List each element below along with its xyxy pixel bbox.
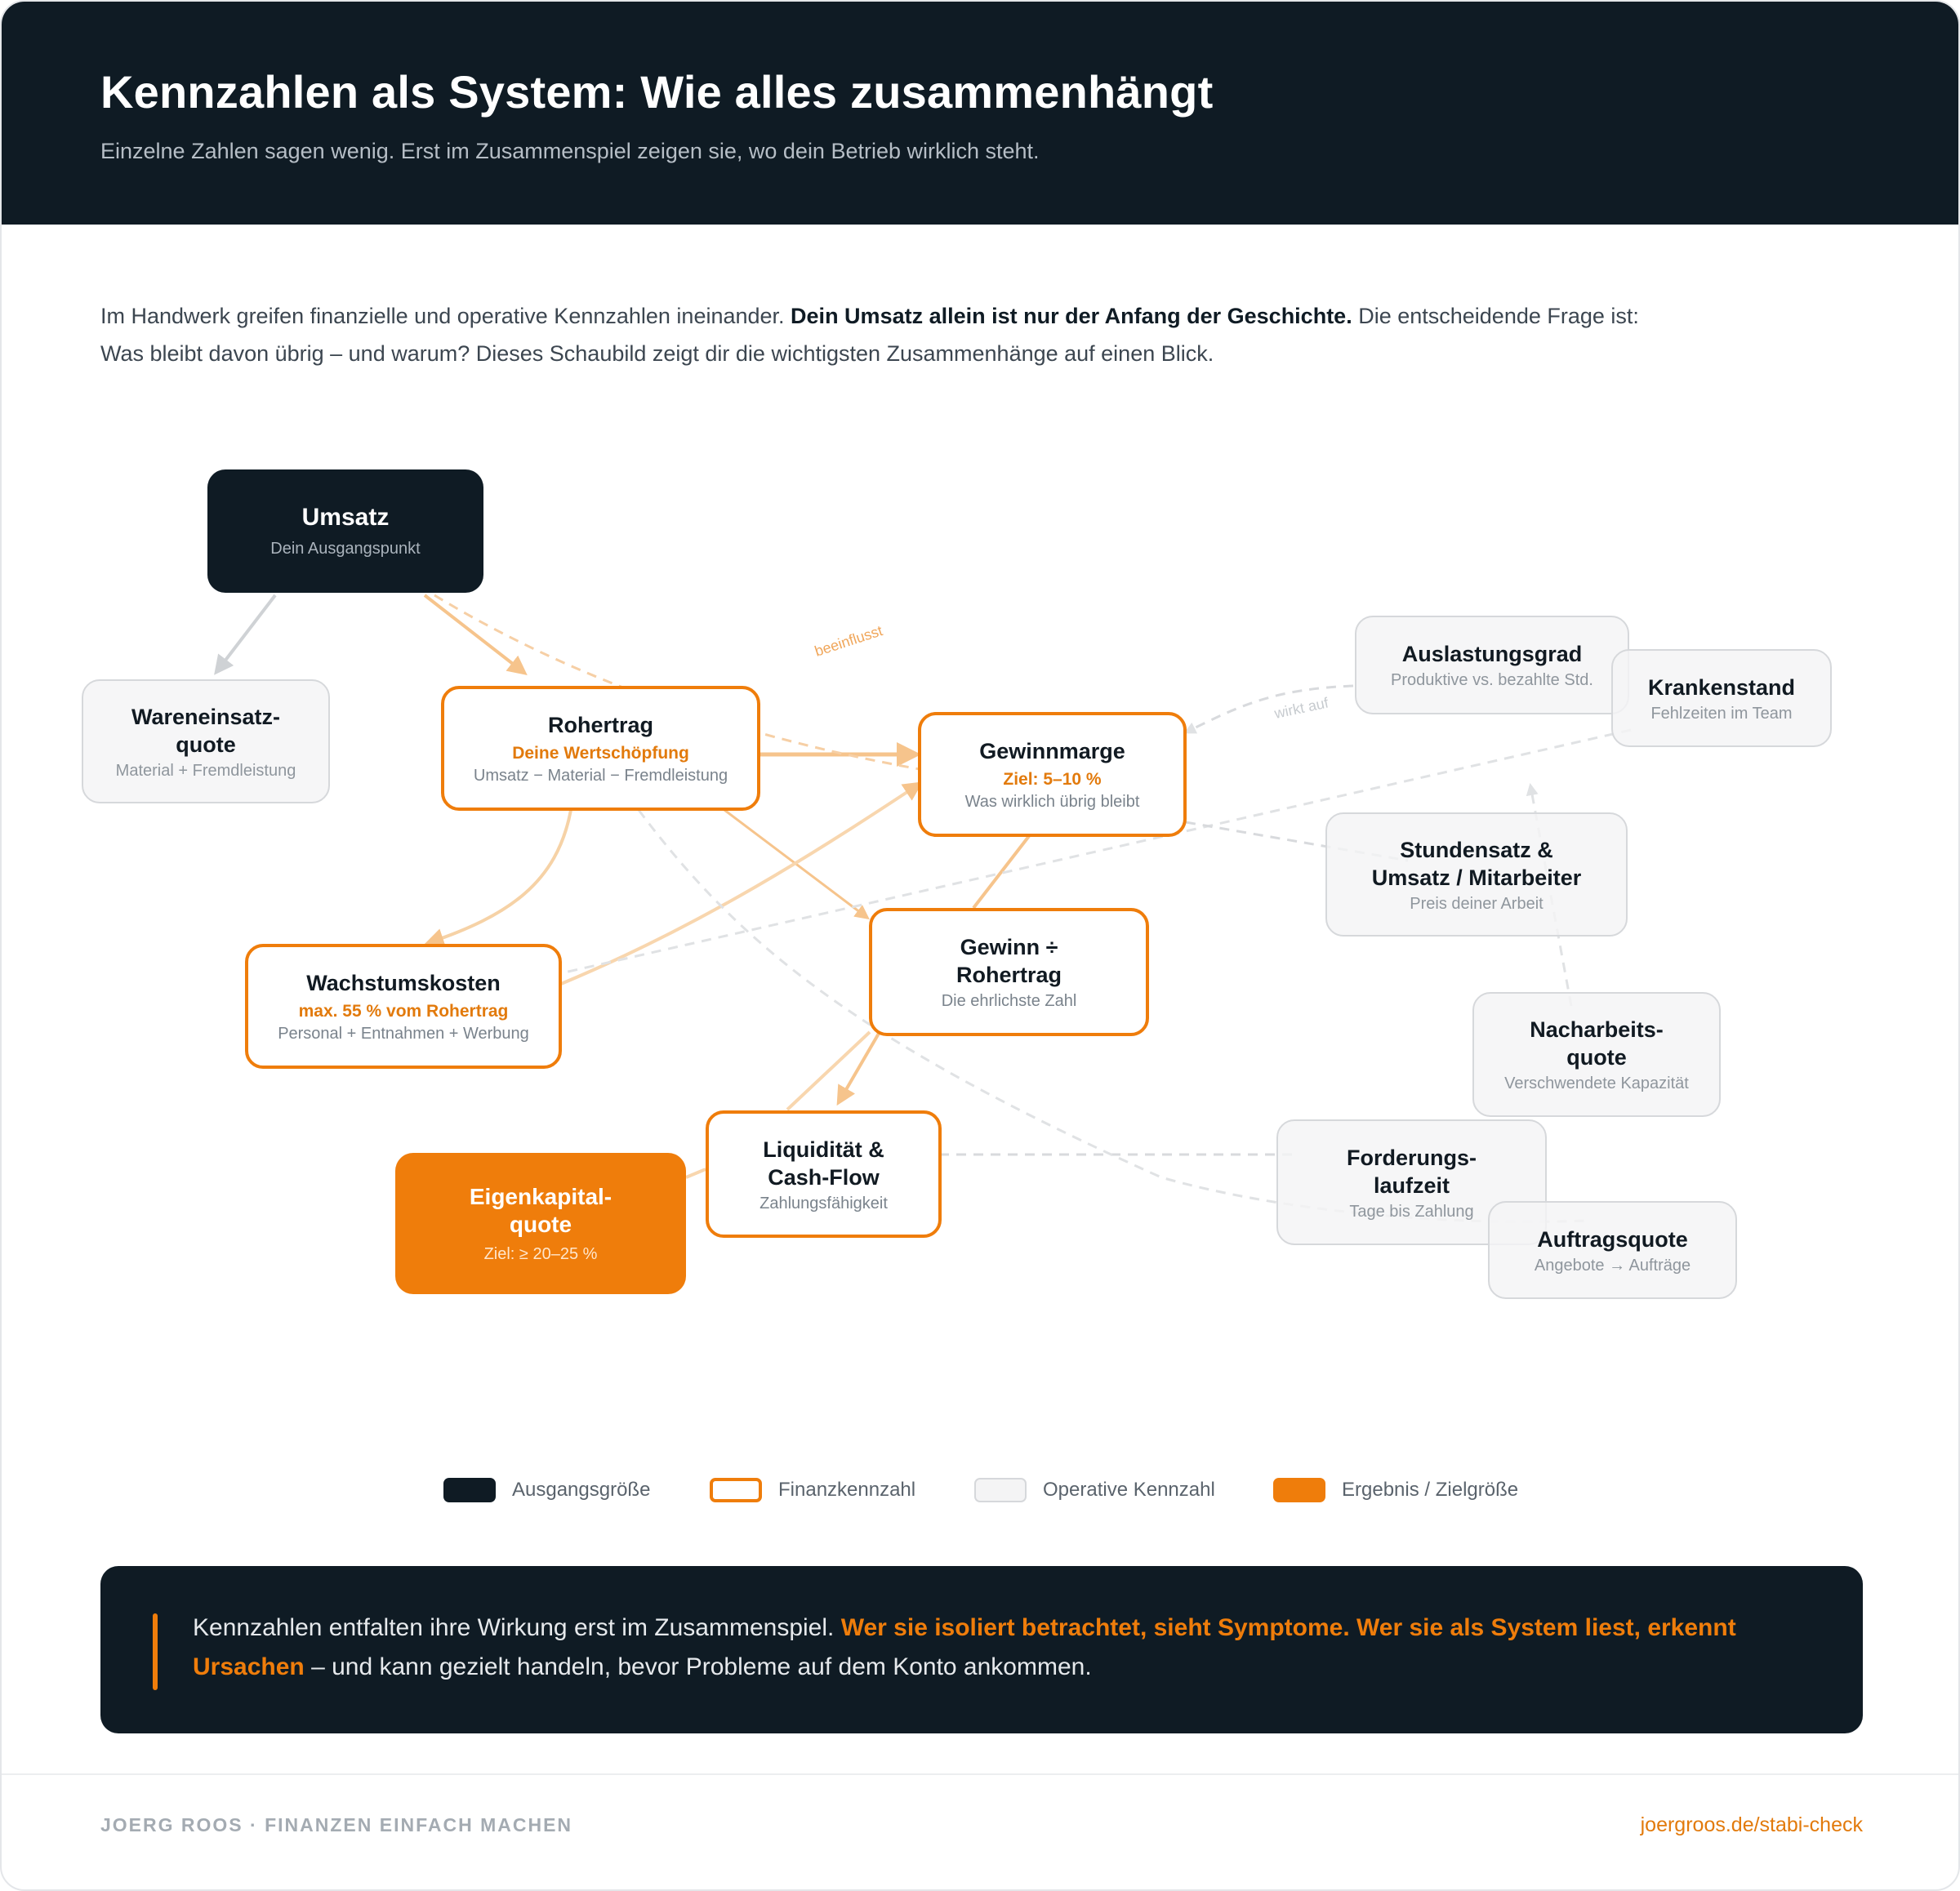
node-wareneinsatzquote-title: Wareneinsatz- quote — [131, 704, 281, 757]
intro-text: Im Handwerk greifen finanzielle und oper… — [100, 297, 1652, 372]
node-wareneinsatzquote-sub: Material + Fremdleistung — [115, 761, 296, 780]
callout-part1: Kennzahlen entfalten ihre Wirkung erst i… — [193, 1614, 841, 1641]
node-gewinn-rohertrag-title: Gewinn ÷ Rohertrag — [956, 935, 1062, 987]
legend-swatch-outline — [710, 1478, 762, 1502]
header: Kennzahlen als System: Wie alles zusamme… — [2, 2, 1958, 225]
edge-umsatz-gewinnmarge — [434, 594, 920, 771]
edge-gewinnrohertrag-liquiditaet — [836, 1030, 881, 1106]
legend-ausgang: Ausgangsgröße — [443, 1477, 650, 1503]
node-wachstumskosten-highlight: max. 55 % vom Rohertrag — [298, 1002, 509, 1021]
node-auftragsquote-sub: Angebote → Aufträge — [1534, 1256, 1691, 1275]
node-eigenkapitalquote-sub: Ziel: ≥ 20–25 % — [483, 1245, 598, 1263]
node-krankenstand-sub: Fehlzeiten im Team — [1650, 704, 1793, 723]
node-nacharbeitsquote-title: Nacharbeits- quote — [1530, 1017, 1664, 1070]
intro-bold: Dein Umsatz allein ist nur der Anfang de… — [791, 304, 1352, 328]
node-liquiditaet-title: Liquidität & Cash-Flow — [763, 1137, 884, 1190]
legend-operativ: Operative Kennzahl — [974, 1477, 1215, 1503]
node-nacharbeitsquote: Nacharbeits- quote Verschwendete Kapazit… — [1472, 992, 1721, 1117]
node-forderungslaufzeit-title: Forderungs- laufzeit — [1347, 1145, 1477, 1198]
edge-label-beeinflusst: beeinflusst — [813, 622, 884, 660]
legend-label-operativ: Operative Kennzahl — [1043, 1479, 1215, 1501]
node-eigenkapitalquote: Eigenkapital- quote Ziel: ≥ 20–25 % — [395, 1153, 686, 1294]
page-title: Kennzahlen als System: Wie alles zusamme… — [100, 66, 1214, 118]
edge-rohertrag-wachstumskosten — [424, 809, 572, 948]
footer-brand: JOERG ROOS · FINANZEN EINFACH MACHEN — [100, 1814, 573, 1835]
edge-gewinnmarge-stundensatz — [1185, 821, 1409, 862]
edge-label-wirkt-auf: wirkt auf — [1272, 694, 1331, 722]
node-auftragsquote-title: Auftragsquote — [1537, 1226, 1688, 1252]
legend-label-finanz: Finanzkennzahl — [778, 1479, 916, 1501]
legend-swatch-dark — [443, 1478, 496, 1502]
legend-label-ergebnis: Ergebnis / Zielgröße — [1342, 1479, 1519, 1501]
legend-finanz: Finanzkennzahl — [710, 1477, 915, 1503]
legend-swatch-orange — [1273, 1478, 1325, 1502]
node-krankenstand: Krankenstand Fehlzeiten im Team — [1611, 649, 1832, 747]
node-rohertrag: Rohertrag Deine Wertschöpfung Umsatz − M… — [441, 686, 760, 811]
node-auftragsquote: Auftragsquote Angebote → Aufträge — [1488, 1201, 1737, 1299]
node-auslastungsgrad: Auslastungsgrad Produktive vs. bezahlte … — [1355, 616, 1629, 714]
legend-label-ausgang: Ausgangsgröße — [512, 1479, 651, 1501]
edge-liquiditaet-eigenkapital — [685, 1168, 706, 1179]
node-gewinnmarge-highlight: Ziel: 5–10 % — [1003, 770, 1102, 789]
node-stundensatz-sub: Preis deiner Arbeit — [1410, 894, 1544, 913]
node-umsatz-sub: Dein Ausgangspunkt — [270, 540, 421, 558]
node-rohertrag-title: Rohertrag — [547, 713, 653, 737]
legend-swatch-grey — [974, 1478, 1027, 1502]
edge-gewinnrohertrag-liquiditaet-2 — [786, 1030, 871, 1111]
node-stundensatz-title: Stundensatz & Umsatz / Mitarbeiter — [1371, 837, 1582, 890]
edge-umsatz-wareneinsatz — [214, 594, 277, 675]
callout-accent-bar — [153, 1613, 158, 1690]
node-wachstumskosten-sub: Personal + Entnahmen + Werbung — [278, 1025, 529, 1043]
node-gewinn-rohertrag-sub: Die ehrlichste Zahl — [941, 992, 1077, 1010]
node-wachstumskosten: Wachstumskosten max. 55 % vom Rohertrag … — [245, 944, 562, 1069]
node-stundensatz: Stundensatz & Umsatz / Mitarbeiter Preis… — [1325, 812, 1628, 937]
node-auslastungsgrad-sub: Produktive vs. bezahlte Std. — [1391, 671, 1593, 689]
node-forderungslaufzeit-sub: Tage bis Zahlung — [1349, 1202, 1474, 1221]
summary-callout: Kennzahlen entfalten ihre Wirkung erst i… — [100, 1566, 1863, 1733]
legend-ergebnis: Ergebnis / Zielgröße — [1273, 1477, 1518, 1503]
footer-link[interactable]: joergroos.de/stabi-check — [1640, 1813, 1863, 1836]
edge-auslastung-gewinnmarge — [1183, 684, 1354, 734]
node-liquiditaet-sub: Zahlungsfähigkeit — [760, 1194, 888, 1212]
callout-part2: – und kann gezielt handeln, bevor Proble… — [304, 1653, 1092, 1680]
edge-wachstumskosten-gewinnmarge — [560, 781, 924, 986]
node-liquiditaet: Liquidität & Cash-Flow Zahlungsfähigkeit — [706, 1110, 942, 1238]
node-wachstumskosten-title: Wachstumskosten — [306, 971, 501, 995]
node-gewinnmarge: Gewinnmarge Ziel: 5–10 % Was wirklich üb… — [918, 712, 1187, 837]
footer-divider — [2, 1773, 1958, 1775]
edge-umsatz-rohertrag — [423, 594, 528, 675]
callout-highlight: Wer sie isoliert betrachtet, sieht Sympt… — [193, 1614, 1736, 1680]
node-gewinn-rohertrag: Gewinn ÷ Rohertrag Die ehrlichste Zahl — [869, 908, 1149, 1036]
node-nacharbeitsquote-sub: Verschwendete Kapazität — [1504, 1075, 1689, 1092]
node-rohertrag-sub: Umsatz − Material − Fremdleistung — [473, 767, 728, 785]
edge-gewinnmarge-gewinnrohertrag — [972, 834, 1031, 910]
node-auslastungsgrad-title: Auslastungsgrad — [1401, 642, 1583, 666]
node-gewinnmarge-title: Gewinnmarge — [979, 739, 1125, 763]
node-rohertrag-highlight: Deine Wertschöpfung — [512, 744, 689, 763]
callout-text: Kennzahlen entfalten ihre Wirkung erst i… — [193, 1608, 1818, 1687]
intro-part2: Die entscheidende Frage ist: Was bleibt … — [100, 304, 1639, 366]
intro-part1: Im Handwerk greifen finanzielle und oper… — [100, 304, 791, 328]
node-umsatz: Umsatz Dein Ausgangspunkt — [207, 469, 483, 593]
node-wareneinsatzquote: Wareneinsatz- quote Material + Fremdleis… — [82, 679, 330, 803]
edge-krankenstand-wachstumskosten — [560, 728, 1632, 975]
node-eigenkapitalquote-title: Eigenkapital- quote — [469, 1184, 612, 1237]
page-subtitle: Einzelne Zahlen sagen wenig. Erst im Zus… — [100, 139, 1040, 163]
node-gewinnmarge-sub: Was wirklich übrig bleibt — [964, 793, 1140, 811]
node-umsatz-title: Umsatz — [301, 504, 390, 531]
node-krankenstand-title: Krankenstand — [1647, 674, 1796, 700]
